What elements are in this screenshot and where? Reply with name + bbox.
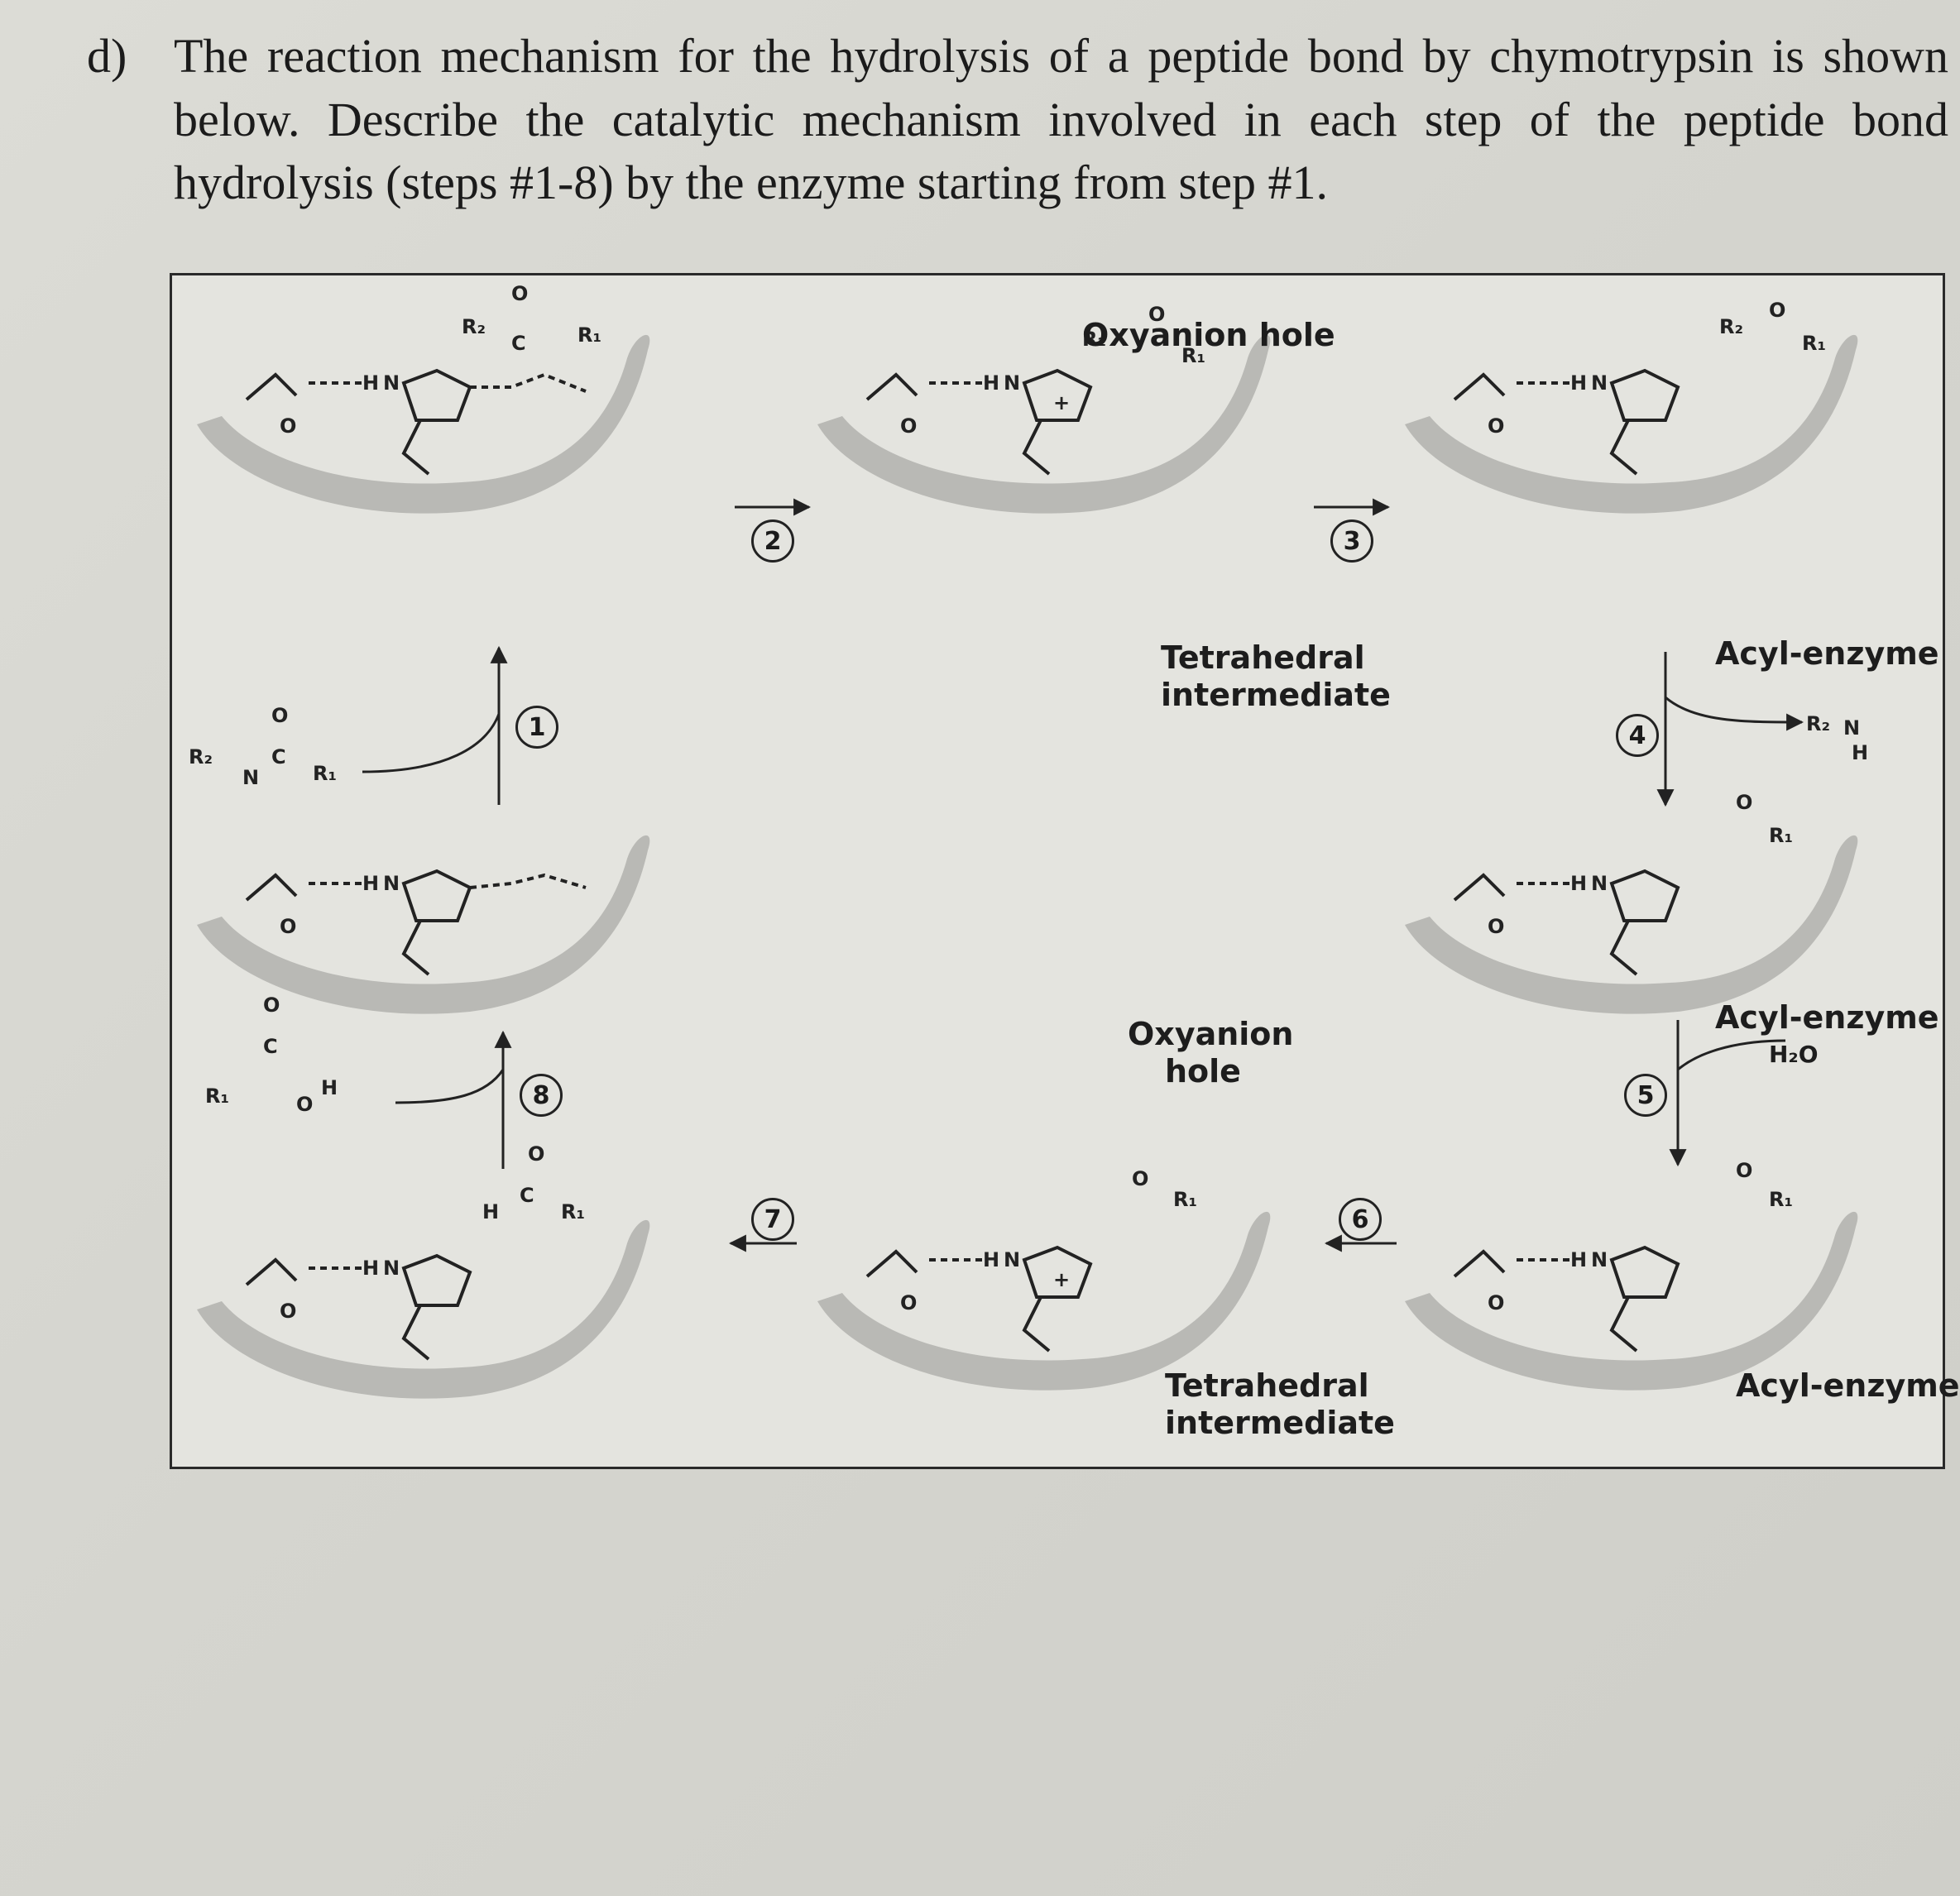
svg-text:C: C: [520, 1184, 534, 1207]
tetrahedral-label-top-1: Tetrahedral: [1161, 639, 1365, 676]
svg-text:O: O: [1736, 791, 1752, 814]
svg-text:N: N: [242, 766, 259, 789]
svg-text:R₂: R₂: [462, 315, 486, 338]
svg-text:C: C: [263, 1035, 278, 1058]
question-text: The reaction mechanism for the hydrolysi…: [174, 29, 1948, 210]
svg-text:R₁: R₁: [313, 762, 337, 785]
svg-text:R₁: R₁: [1173, 1188, 1197, 1211]
enzyme-state-4-acyl: O R₁: [1405, 791, 1857, 1014]
svg-text:R₂: R₂: [1082, 328, 1106, 351]
acyl-enzyme-label-2: Acyl-enzyme: [1715, 999, 1939, 1036]
step-5-marker: 5: [1624, 1074, 1667, 1117]
enzyme-state-3: R₂ O R₁: [1405, 299, 1857, 514]
svg-text:O: O: [263, 993, 280, 1017]
svg-text:O: O: [511, 282, 528, 305]
svg-text:O: O: [1148, 303, 1165, 326]
enzyme-state-5: O R₁: [1405, 1159, 1857, 1391]
acyl-enzyme-label-3: Acyl-enzyme: [1736, 1367, 1960, 1404]
svg-text:R₂: R₂: [189, 745, 213, 768]
svg-text:+: +: [1053, 1268, 1070, 1291]
svg-text:R₁: R₁: [1769, 824, 1793, 847]
step-7-marker: 7: [751, 1198, 794, 1241]
svg-text:R₁: R₁: [1769, 1188, 1793, 1211]
svg-text:H: H: [482, 1200, 499, 1223]
svg-text:O: O: [1736, 1159, 1752, 1182]
enzyme-state-7: H C O R₁: [197, 1142, 649, 1399]
step-6-marker: 6: [1339, 1198, 1382, 1241]
acyl-enzyme-label-1: Acyl-enzyme: [1715, 635, 1939, 672]
oxyanion-hole-label-top: Oxyanion hole: [1082, 317, 1335, 353]
svg-text:O: O: [271, 704, 288, 727]
svg-text:O: O: [528, 1142, 544, 1166]
step-2-marker: 2: [751, 519, 794, 563]
enzyme-state-2: R₂ O R₁ +: [817, 303, 1270, 514]
oxyanion-hole-label-mid-1: Oxyanion: [1128, 1016, 1294, 1052]
svg-text:R₁: R₁: [205, 1084, 229, 1108]
svg-text:R₁: R₁: [561, 1200, 585, 1223]
svg-text:R₂: R₂: [1719, 315, 1743, 338]
mechanism-figure: O H N R₂ C R₁ O R₂ O R₁ +: [170, 273, 1960, 1469]
water-label: H₂O: [1769, 1041, 1819, 1068]
svg-text:C: C: [511, 332, 526, 355]
tetrahedral-label-bottom-2: intermediate: [1165, 1405, 1395, 1441]
svg-text:R₁: R₁: [1181, 344, 1205, 367]
question-label: d): [87, 29, 127, 83]
svg-text:O: O: [296, 1093, 313, 1116]
svg-text:+: +: [1053, 391, 1070, 414]
mechanism-drawing: O H N R₂ C R₁ O R₂ O R₁ +: [189, 282, 1868, 1467]
tetrahedral-label-top-2: intermediate: [1161, 677, 1391, 713]
enzyme-state-1: R₂ C R₁ O: [197, 282, 649, 514]
svg-text:O: O: [1769, 299, 1785, 322]
svg-text:R₂: R₂: [1806, 712, 1830, 735]
step-4-marker: 4: [1616, 714, 1659, 757]
enzyme-state-8-product: [197, 835, 649, 1014]
enzyme-state-6: O R₁ +: [817, 1167, 1270, 1391]
step-8-marker: 8: [520, 1074, 563, 1117]
oxyanion-hole-label-mid-2: hole: [1165, 1053, 1241, 1089]
svg-text:H: H: [1852, 741, 1868, 764]
svg-text:N: N: [1843, 716, 1860, 740]
svg-text:O: O: [1132, 1167, 1148, 1190]
svg-text:R₁: R₁: [577, 323, 601, 347]
question: d) The reaction mechanism for the hydrol…: [87, 25, 1948, 215]
step-1-marker: 1: [515, 706, 558, 749]
svg-text:H: H: [321, 1076, 338, 1099]
step-3-marker: 3: [1330, 519, 1373, 563]
svg-text:R₁: R₁: [1802, 332, 1826, 355]
svg-text:C: C: [271, 745, 286, 768]
tetrahedral-label-bottom-1: Tetrahedral: [1165, 1367, 1369, 1404]
